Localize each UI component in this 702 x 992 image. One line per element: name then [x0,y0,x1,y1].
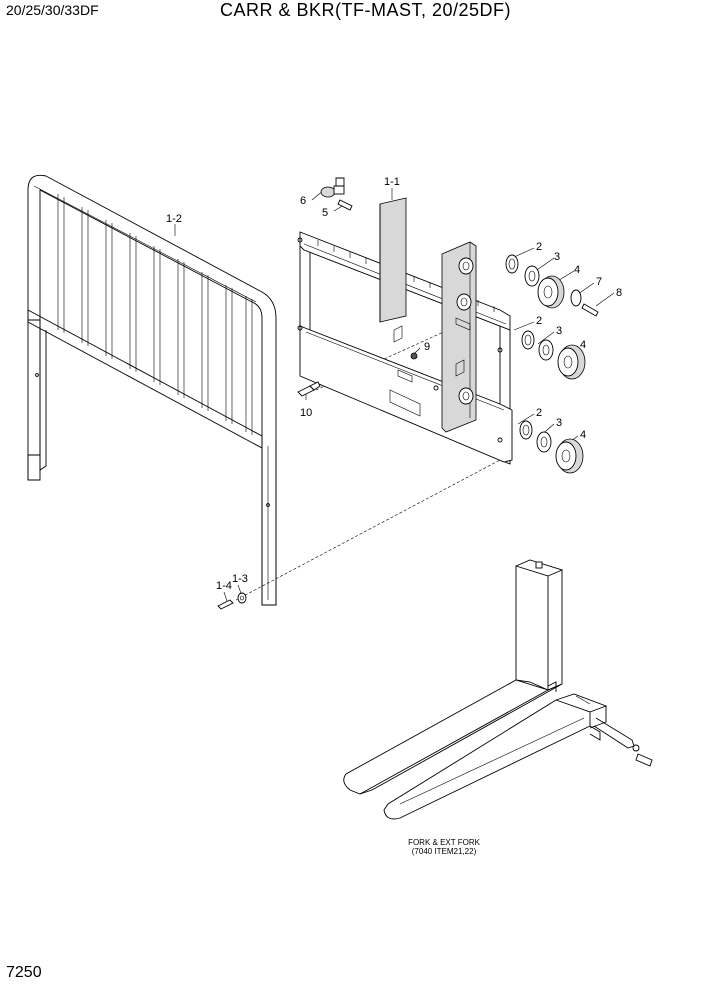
callout-1-3: 1-3 [232,573,248,585]
callout-1-2: 1-2 [166,213,182,225]
part-5-bolt[interactable] [337,199,353,211]
callout-8: 8 [616,287,622,299]
callout-4a: 4 [574,264,580,276]
callout-2c: 2 [536,407,542,419]
part-6-fitting[interactable] [320,177,345,198]
callout-4c: 4 [580,429,586,441]
roller-set-upper[interactable] [505,254,599,317]
callout-3b: 3 [556,325,562,337]
callout-labels: 1-2 1-1 6 5 2 3 4 7 8 2 3 4 9 10 2 3 4 1… [166,176,622,856]
callout-9: 9 [424,341,430,353]
callout-7: 7 [596,276,602,288]
page-title: CARR & BKR(TF-MAST, 20/25DF) [220,0,512,20]
carriage[interactable] [297,197,513,465]
callout-5: 5 [322,207,328,219]
callout-3a: 3 [554,251,560,263]
roller-set-middle[interactable] [521,330,586,380]
callout-1-4: 1-4 [216,580,232,592]
callout-1-1: 1-1 [384,176,400,188]
callout-3c: 3 [556,417,562,429]
callout-10: 10 [300,407,312,419]
callout-6: 6 [300,195,306,207]
fork-assembly[interactable] [343,559,653,820]
fork-note-line1: FORK & EXT FORK [408,838,481,847]
fork-note-line2: (7040 ITEM21,22) [412,847,477,856]
part-10-bolt[interactable] [297,381,321,397]
load-backrest[interactable] [27,174,277,606]
model-label: 20/25/30/33DF [6,2,99,18]
callout-4b: 4 [580,339,586,351]
callout-2b: 2 [536,315,542,327]
part-1-4-bolt[interactable] [217,599,234,610]
part-1-3-washer[interactable] [237,592,247,604]
roller-set-lower[interactable] [519,420,584,474]
callout-2a: 2 [536,241,542,253]
page-number: 7250 [6,964,42,981]
